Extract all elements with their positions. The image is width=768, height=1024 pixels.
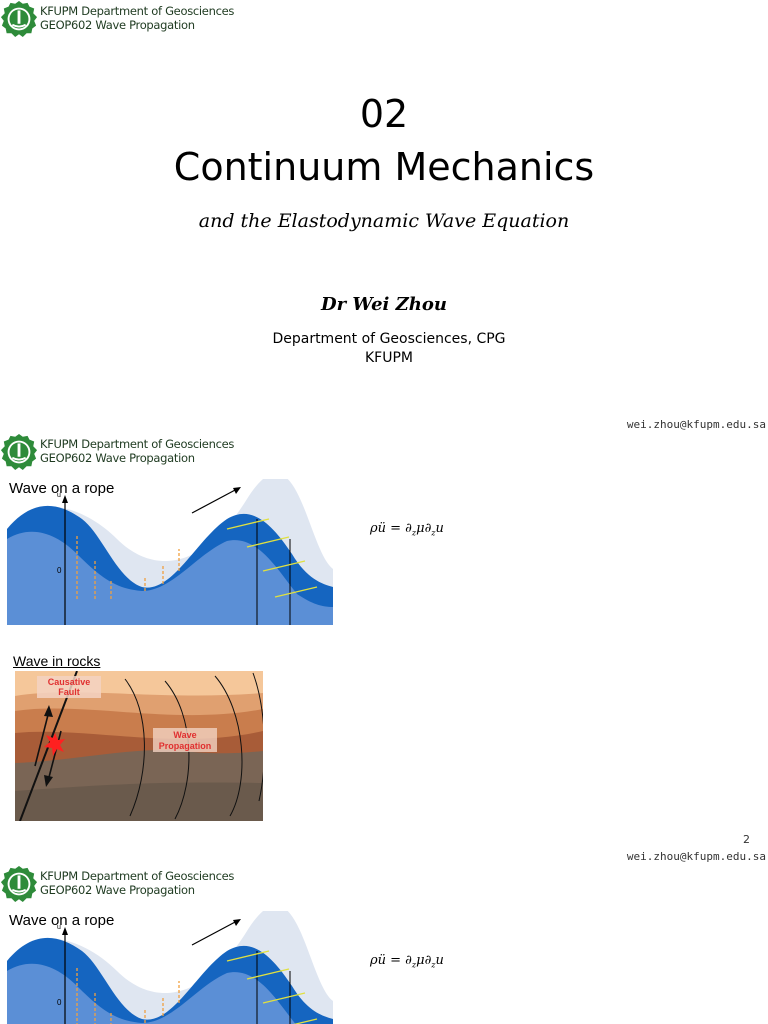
author-name: Dr Wei Zhou [321,294,447,315]
content-slide-2: KFUPM Department of Geosciences GEOP602 … [0,433,768,865]
lecture-title: Continuum Mechanics [173,145,595,189]
slide-header: KFUPM Department of Geosciences GEOP602 … [0,865,260,909]
rocks-figure-title: Wave in rocks [13,653,101,669]
content-slide-3: KFUPM Department of Geosciences GEOP602 … [0,865,768,1024]
wave-equation: ρü = ∂zμ∂zu [370,953,444,970]
slide-header: KFUPM Department of Geosciences GEOP602 … [0,433,260,477]
rope-axis-zero: 0 [57,566,62,575]
rope-figure-title: Wave on a rope [9,480,115,497]
kfupm-logo-icon [0,0,38,38]
author-email: wei.zhou@kfupm.edu.sa [626,418,766,431]
fault-label-2: Fault [58,687,80,697]
header-department: KFUPM Department of Geosciences [40,437,235,451]
wave-label-2: Propagation [159,741,212,751]
header-course: GEOP602 Wave Propagation [40,883,195,897]
rope-figure-title: Wave on a rope [9,912,115,929]
header-course: GEOP602 Wave Propagation [40,18,195,32]
rope-axis-u: u [57,492,61,499]
rope-axis-u: u [57,924,61,931]
author-department: Department of Geosciences, CPG [272,331,506,347]
rope-wave-figure: 0 u [7,911,333,1024]
author-email: wei.zhou@kfupm.edu.sa [626,850,766,863]
rope-wave-figure: 0 u [7,479,333,625]
title-slide: KFUPM Department of Geosciences GEOP602 … [0,0,768,433]
header-course: GEOP602 Wave Propagation [40,451,195,465]
wave-equation: ρü = ∂zμ∂zu [370,521,444,538]
header-department: KFUPM Department of Geosciences [40,4,235,18]
rocks-wave-figure: Causative Fault Wave Propagation [15,671,263,821]
lecture-subtitle: and the Elastodynamic Wave Equation [198,210,570,232]
lecture-number: 02 [359,92,409,136]
kfupm-logo-icon [0,433,38,471]
wave-label-1: Wave [173,730,196,740]
kfupm-logo-icon [0,865,38,903]
rope-axis-zero: 0 [57,998,62,1007]
author-institution: KFUPM [364,350,413,366]
header-department: KFUPM Department of Geosciences [40,869,235,883]
page-number: 2 [743,833,750,846]
fault-label-1: Causative [48,677,91,687]
slide-header: KFUPM Department of Geosciences GEOP602 … [0,0,260,44]
